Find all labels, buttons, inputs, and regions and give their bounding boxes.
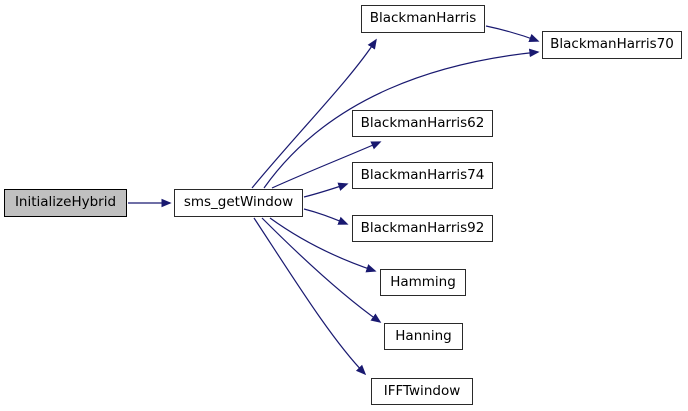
node-ifftwindow[interactable]: IFFTwindow — [371, 378, 473, 405]
node-blackmanharris62[interactable]: BlackmanHarris62 — [352, 110, 493, 137]
edge-sms-getwindow-to-blackmanharris70 — [263, 48, 540, 189]
node-blackmanharris74[interactable]: BlackmanHarris74 — [352, 162, 493, 189]
edge-sms-getwindow-to-blackmanharris62 — [271, 141, 382, 189]
node-hanning[interactable]: Hanning — [384, 323, 463, 350]
edge-sms-getwindow-to-hamming — [269, 217, 377, 273]
edge-sms-getwindow-to-hanning — [261, 217, 382, 323]
edge-sms-getwindow-to-blackmanharris92 — [303, 208, 349, 225]
node-initializehybrid: InitializeHybrid — [4, 189, 127, 217]
node-blackmanharris70[interactable]: BlackmanHarris70 — [542, 31, 682, 59]
node-blackmanharris92[interactable]: BlackmanHarris92 — [352, 215, 493, 242]
edge-blackmanharris-to-blackmanharris70 — [485, 25, 540, 43]
edge-sms-getwindow-to-blackmanharris — [251, 38, 377, 189]
node-sms-getwindow[interactable]: sms_getWindow — [174, 189, 303, 217]
edge-sms-getwindow-to-blackmanharris74 — [303, 182, 349, 198]
node-blackmanharris[interactable]: BlackmanHarris — [361, 5, 485, 33]
edge-sms-getwindow-to-ifftwindow — [253, 217, 367, 376]
node-hamming[interactable]: Hamming — [380, 269, 466, 296]
